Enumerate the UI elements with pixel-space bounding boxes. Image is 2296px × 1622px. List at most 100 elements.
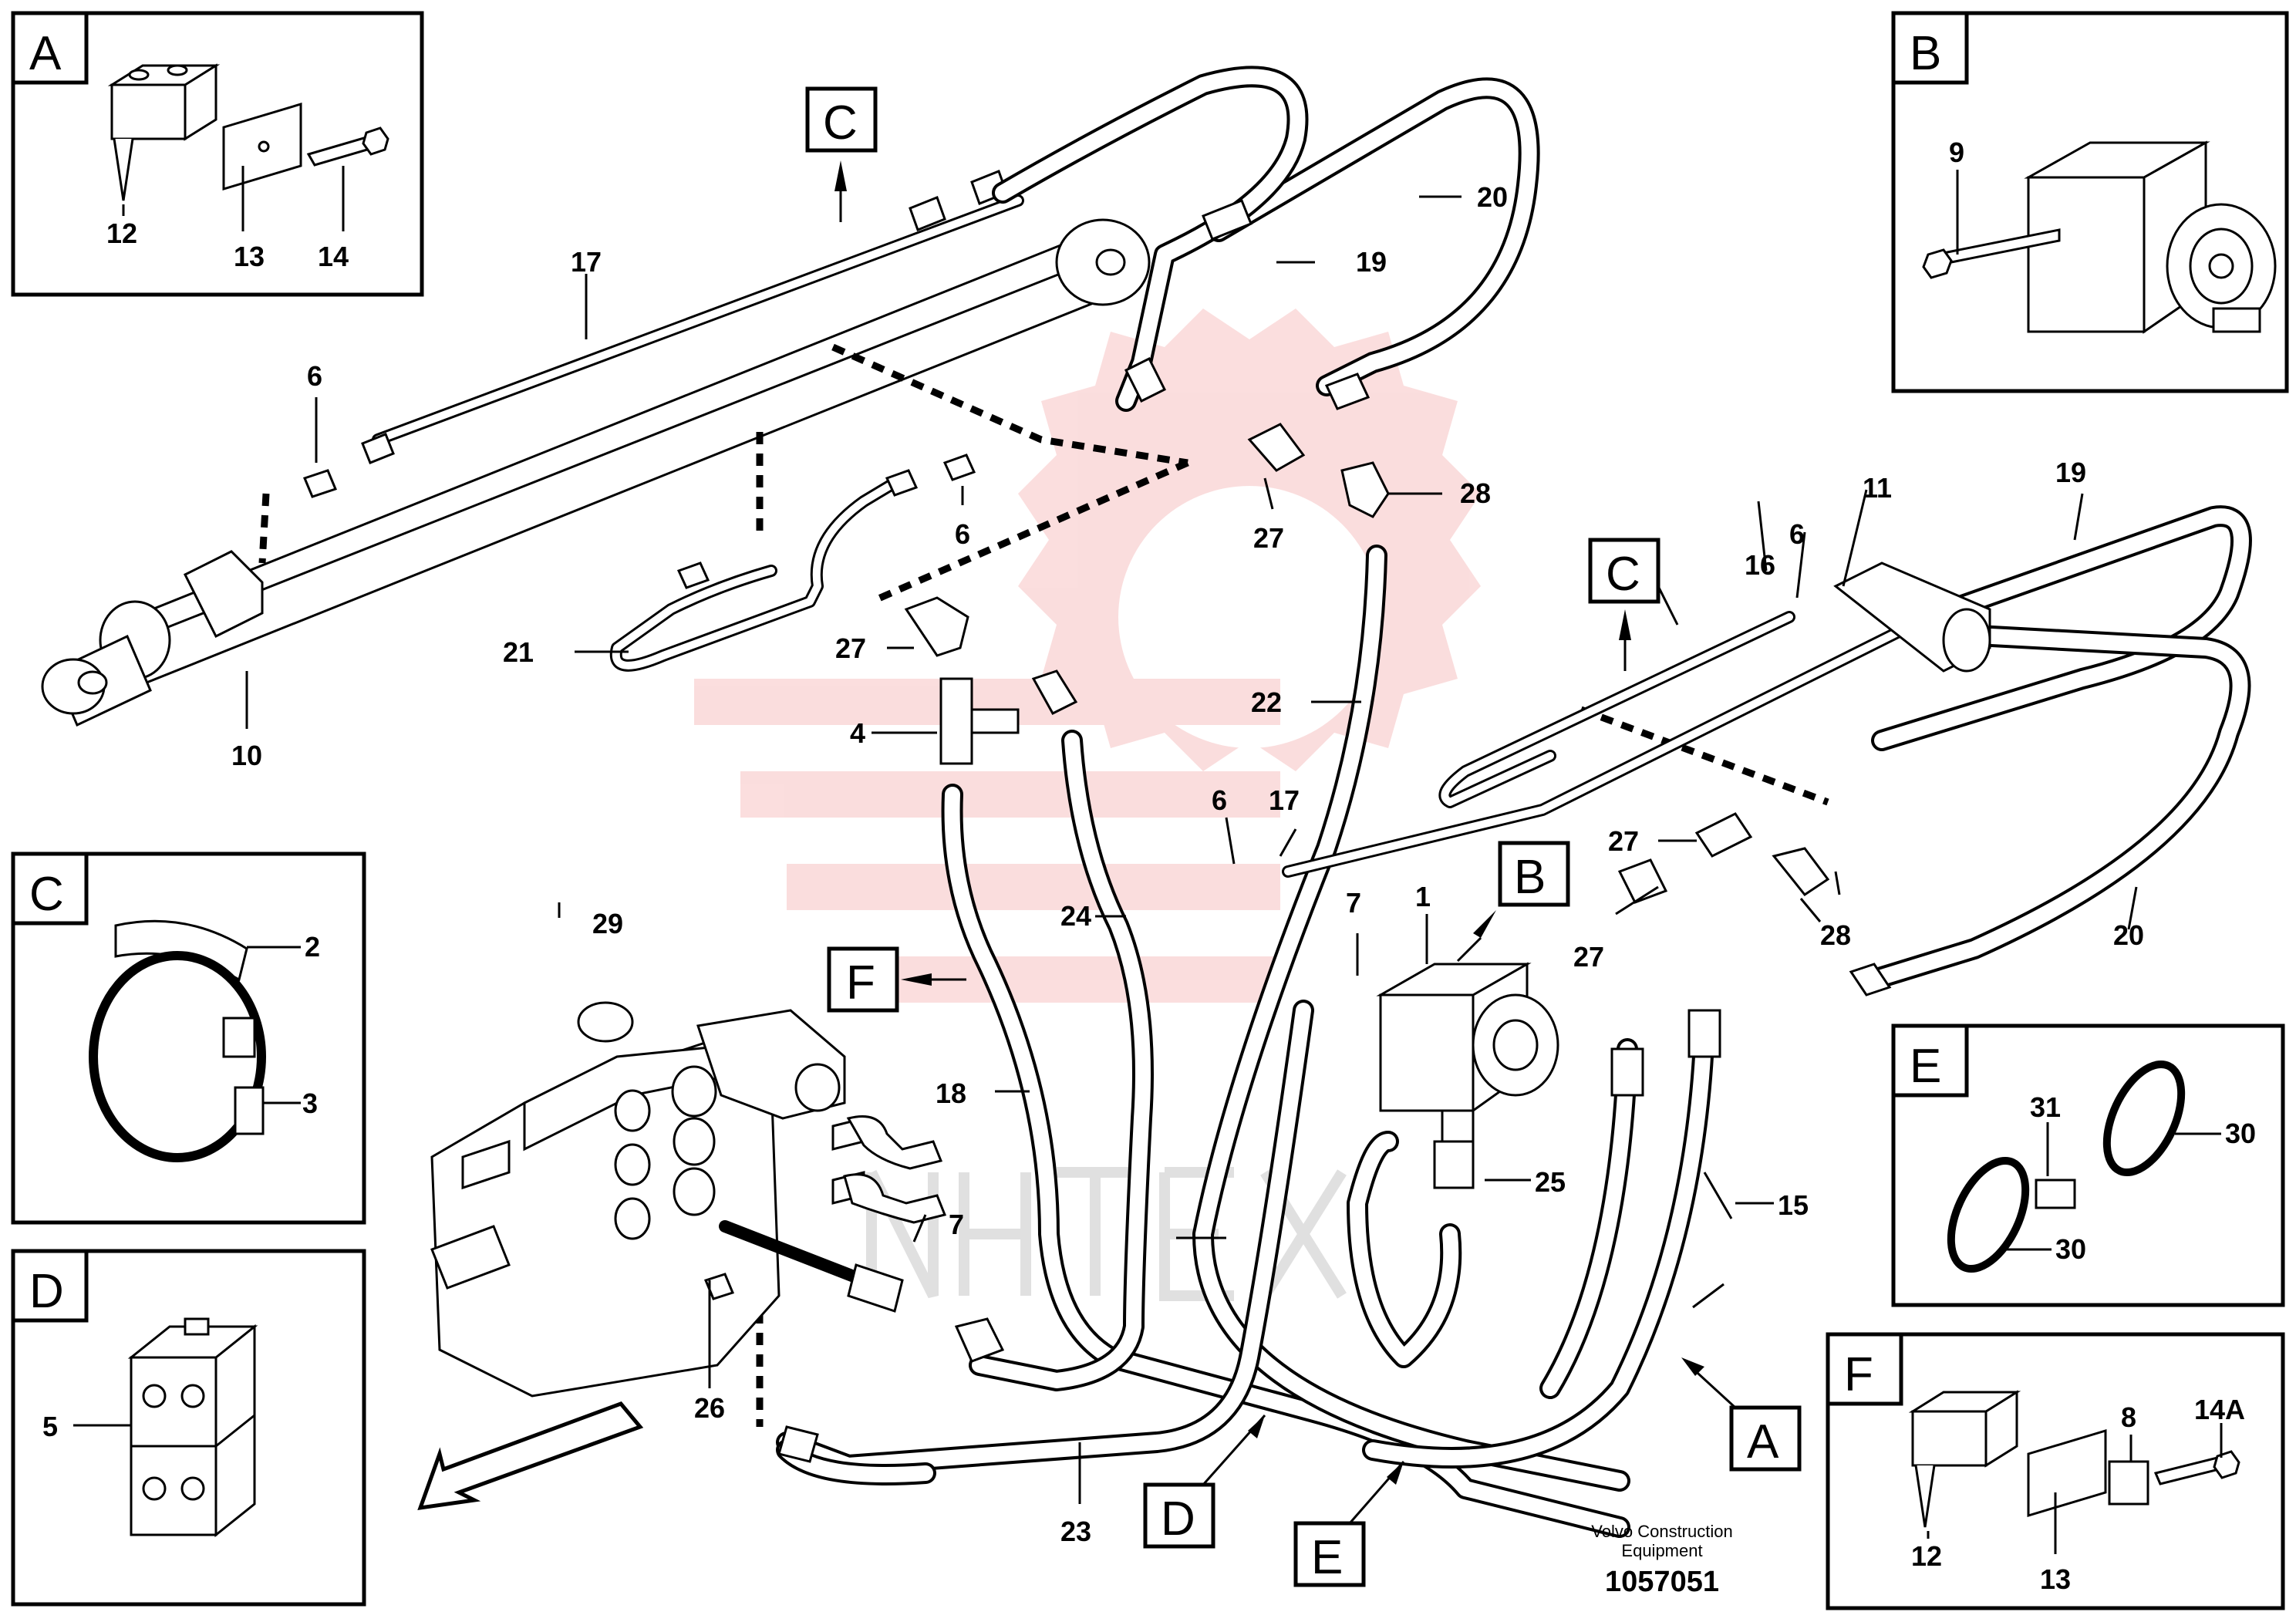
solenoid-valve xyxy=(1376,962,1559,1189)
footer-maker-line2: Equipment xyxy=(1621,1541,1702,1560)
callout-22: 22 xyxy=(1251,686,1282,718)
inset-a-label-13: 13 xyxy=(234,241,265,272)
view-ref-f: F xyxy=(827,946,966,1013)
inset-f-label-12: 12 xyxy=(1911,1540,1942,1572)
inset-f-label-8: 8 xyxy=(2121,1401,2136,1433)
callout-7-lower: 7 xyxy=(949,1209,964,1240)
inset-b: B 9 xyxy=(1891,11,2289,393)
callout-19-right: 19 xyxy=(2055,457,2086,488)
svg-text:D: D xyxy=(1161,1492,1195,1546)
fitting-7-lower xyxy=(703,1220,1005,1363)
inset-b-label-9: 9 xyxy=(1949,137,1964,168)
inset-c-label-3: 3 xyxy=(302,1088,318,1119)
inset-a-letter: A xyxy=(29,27,62,80)
inset-e-label-31: 31 xyxy=(2030,1091,2061,1123)
dash-line-1 xyxy=(831,343,1188,467)
footer-maker-line1: Volvo Construction xyxy=(1591,1522,1732,1541)
svg-text:A: A xyxy=(1747,1415,1779,1469)
callout-27-top: 27 xyxy=(1253,522,1284,554)
fitting-19-top xyxy=(1202,199,1253,241)
inset-f-label-13: 13 xyxy=(2040,1563,2071,1595)
callout-1: 1 xyxy=(1415,881,1431,912)
tube-16 xyxy=(1438,611,1795,808)
inset-a: A 12 13 14 xyxy=(11,11,424,297)
tee-4 xyxy=(939,669,1078,765)
leader-lines xyxy=(245,195,2138,1504)
hose-23 xyxy=(776,1000,1314,1476)
svg-text:F: F xyxy=(846,956,875,1010)
callout-6-mid: 6 xyxy=(955,518,970,550)
footer-doc-number: 1057051 xyxy=(1605,1566,1719,1598)
svg-text:C: C xyxy=(1606,548,1640,601)
inset-a-label-12: 12 xyxy=(106,218,137,249)
elbow-27-28-top xyxy=(1247,423,1390,518)
svg-text:E: E xyxy=(1311,1531,1343,1584)
callout-26: 26 xyxy=(694,1392,725,1424)
hose-15 xyxy=(1362,1015,1715,1469)
callout-29: 29 xyxy=(592,908,623,939)
dash-line-2 xyxy=(870,459,1189,605)
callout-6-right: 6 xyxy=(1789,518,1805,550)
callout-23: 23 xyxy=(1060,1516,1091,1547)
callout-20-right: 20 xyxy=(2113,919,2144,951)
tube-17-lower xyxy=(1282,611,1934,878)
inset-a-label-14: 14 xyxy=(318,241,349,272)
view-ref-d: D xyxy=(1143,1415,1266,1549)
hose-20-right xyxy=(1863,622,2251,990)
inset-f-letter: F xyxy=(1844,1348,1873,1401)
callout-15: 15 xyxy=(1778,1189,1809,1221)
callout-20-top: 20 xyxy=(1477,181,1508,213)
inset-e-label-30b: 30 xyxy=(2055,1233,2086,1265)
callout-6-lower: 6 xyxy=(1212,784,1227,816)
footer: Volvo Construction Equipment 1057051 xyxy=(1591,1522,1732,1598)
hose-20-top xyxy=(1208,77,1540,396)
callout-7-upper: 7 xyxy=(1346,887,1361,919)
inset-e: E 31 30 30 xyxy=(1891,1023,2285,1307)
inset-f: F 8 12 13 14A xyxy=(1826,1332,2285,1610)
dash-line-5 xyxy=(1580,706,1829,806)
right-fittings xyxy=(1610,812,1892,1097)
callout-18: 18 xyxy=(936,1077,966,1109)
callout-21: 21 xyxy=(503,636,534,668)
callout-17-top: 17 xyxy=(571,246,602,278)
fitting-19-elbow xyxy=(1124,356,1167,403)
elbow-27-left xyxy=(904,596,969,657)
fitting-6-left xyxy=(302,469,338,498)
callout-24: 24 xyxy=(1060,900,1091,932)
callout-27-right-upper: 27 xyxy=(1608,825,1639,857)
dash-line-4 xyxy=(258,493,270,564)
callout-17-lower: 17 xyxy=(1269,784,1300,816)
hose-19-right xyxy=(1871,505,2252,751)
inset-d-letter: D xyxy=(29,1265,64,1318)
hose-22 xyxy=(1192,545,1630,1492)
callout-28-top: 28 xyxy=(1460,477,1491,509)
callout-28-right: 28 xyxy=(1820,919,1851,951)
callout-16: 16 xyxy=(1745,549,1775,581)
hose-25 xyxy=(1347,1131,1462,1368)
callout-25: 25 xyxy=(1535,1166,1566,1198)
view-ref-e: E xyxy=(1293,1461,1405,1587)
inset-e-label-30a: 30 xyxy=(2225,1118,2256,1149)
control-valve-29 xyxy=(430,1001,947,1398)
callout-27-left: 27 xyxy=(835,632,866,664)
watermark-text xyxy=(866,1167,1347,1301)
fitting-20-end xyxy=(1324,373,1371,410)
inset-b-letter: B xyxy=(1910,27,1941,80)
callout-19-top: 19 xyxy=(1356,246,1387,278)
inset-c-letter: C xyxy=(29,868,64,921)
inset-d-label-5: 5 xyxy=(42,1411,58,1442)
svg-text:C: C xyxy=(823,96,858,150)
cylinder-right-end xyxy=(1833,561,1991,673)
view-ref-c-top: C xyxy=(805,86,878,222)
callout-27-right-lower: 27 xyxy=(1573,941,1604,973)
tube-17-upper xyxy=(361,170,1024,464)
callout-4: 4 xyxy=(850,717,865,749)
svg-text:B: B xyxy=(1514,851,1546,904)
callout-6-left: 6 xyxy=(307,360,322,392)
inset-c-label-2: 2 xyxy=(305,931,320,963)
callout-numbers: 20 19 17 6 6 27 28 27 4 21 10 22 24 6 17… xyxy=(231,181,2144,1547)
boom-cylinder xyxy=(41,218,1151,727)
inset-f-label-14a: 14A xyxy=(2194,1394,2245,1425)
